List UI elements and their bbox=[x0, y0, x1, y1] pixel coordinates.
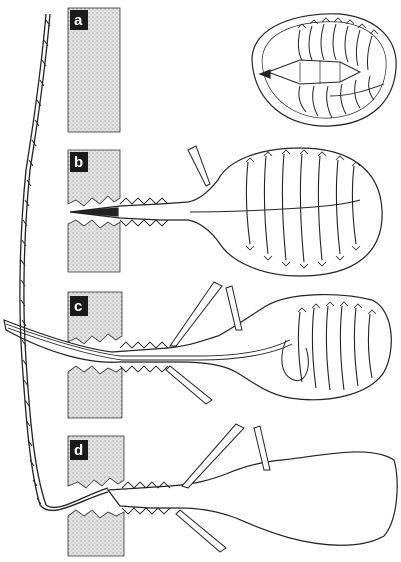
panel-b: b bbox=[68, 146, 382, 276]
panel-label-b: b bbox=[74, 154, 83, 171]
tissue-block-d-lower bbox=[68, 510, 124, 556]
panel-c: c bbox=[4, 282, 391, 418]
tissue-block-c-lower bbox=[68, 366, 122, 418]
panel-a: a bbox=[68, 8, 396, 132]
tissue-block-b-lower bbox=[68, 220, 120, 272]
capsule-c bbox=[4, 282, 391, 404]
capsule-a bbox=[252, 14, 396, 126]
capsule-d bbox=[108, 424, 397, 552]
panel-d: d bbox=[68, 424, 397, 556]
panel-label-a: a bbox=[74, 12, 83, 29]
panel-label-c: c bbox=[74, 298, 82, 315]
panel-label-d: d bbox=[74, 442, 83, 459]
